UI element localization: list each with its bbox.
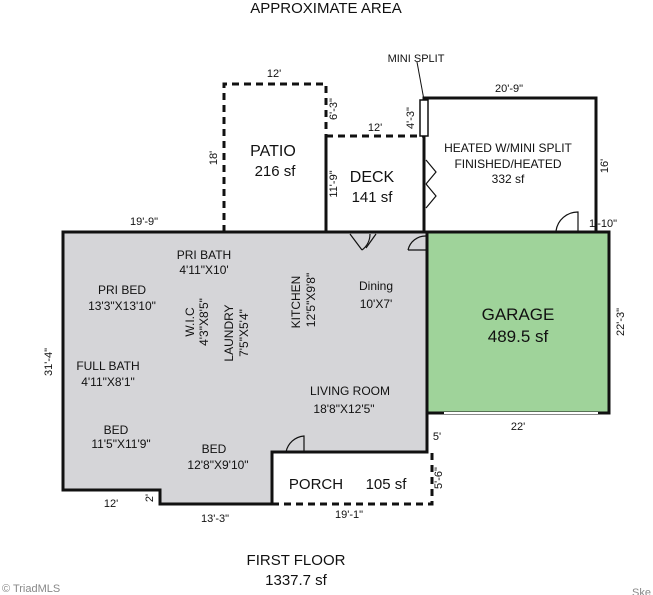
- laundry-name: LAUNDRY: [222, 304, 236, 361]
- dim-bottom-mid: 13'-3": [201, 513, 229, 525]
- bed-1-name: BED: [104, 423, 129, 437]
- garage-area: [425, 230, 611, 415]
- porch-outline: [272, 452, 434, 506]
- pri-bed-dims: 13'3"X13'10": [88, 299, 156, 313]
- full-bath-dims: 4'11"X8'1": [81, 375, 135, 389]
- dim-patio-top: 12': [267, 68, 281, 80]
- page-title: APPROXIMATE AREA: [250, 0, 401, 17]
- pri-bath-name: PRI BATH: [177, 248, 231, 262]
- dim-patio-side: 18': [208, 151, 220, 165]
- dim-deck-top: 12': [368, 122, 382, 134]
- dim-patio-right: 6'-3": [328, 98, 340, 120]
- patio-name: PATIO: [250, 143, 296, 160]
- heated-room-status: FINISHED/HEATED: [454, 157, 561, 171]
- bed-1-dims: 11'5"X11'9": [91, 437, 150, 451]
- dim-heated-top: 20'-9": [495, 83, 523, 95]
- deck-name: DECK: [350, 169, 395, 186]
- heated-room-name: HEATED W/MINI SPLIT: [444, 141, 572, 155]
- dim-porch-bottom: 19'-1": [335, 509, 363, 521]
- bed-2-dims: 12'8"X9'10": [187, 458, 248, 472]
- floor-name: FIRST FLOOR: [247, 552, 346, 569]
- porch-area: 105 sf: [366, 476, 408, 493]
- dim-heated-right: 16': [599, 159, 611, 173]
- deck-outline: [324, 134, 424, 232]
- laundry-dims: 7'5"X5'4": [237, 309, 251, 357]
- dim-porch-right: 5'-6": [433, 467, 445, 489]
- pri-bath-dims: 4'11"X10': [179, 263, 228, 277]
- mini-split-pointer: [416, 61, 425, 101]
- mini-split-label: MINI SPLIT: [388, 53, 445, 65]
- door-swings: [285, 159, 579, 453]
- wic-dims: 4'3"X8'5": [197, 298, 211, 346]
- heated-room-outline: [422, 96, 598, 232]
- dim-deck-side: 11'-9": [328, 170, 340, 197]
- dim-garage-right: 22'-3": [615, 308, 627, 336]
- bed-2-name: BED: [202, 442, 227, 456]
- living-room-dims: 18'8"X12'5": [313, 402, 374, 416]
- kitchen-dims: 12'5"X9'8": [304, 273, 318, 327]
- watermark-brand: © TriadMLS: [2, 583, 60, 595]
- watermark-corner: Ske: [632, 587, 651, 595]
- living-room-name: LIVING ROOM: [310, 384, 390, 398]
- dim-bottom-left: 12': [104, 498, 118, 510]
- heated-room-area: 332 sf: [492, 172, 525, 186]
- garage-area-label: 489.5 sf: [488, 327, 549, 346]
- wic-name: W.I.C: [183, 307, 197, 337]
- deck-area: 141 sf: [352, 189, 394, 206]
- dim-heated-bottom: 1'-10": [589, 218, 617, 230]
- dim-mini-split-side: 4'-3": [405, 107, 417, 129]
- mini-split-unit: [419, 99, 429, 137]
- pri-bed-name: PRI BED: [98, 283, 146, 297]
- floor-total-area: 1337.7 sf: [265, 572, 328, 589]
- dim-garage-step: 5': [433, 431, 441, 443]
- patio-area: 216 sf: [255, 163, 297, 180]
- dim-bottom-step: 2': [144, 494, 156, 502]
- full-bath-name: FULL BATH: [76, 359, 139, 373]
- porch-name: PORCH: [289, 476, 343, 493]
- dim-house-left: 31'-4": [43, 348, 55, 376]
- dining-dims: 10'X7': [360, 297, 393, 311]
- kitchen-name: KITCHEN: [289, 276, 303, 329]
- dim-garage-bottom: 22': [511, 421, 525, 433]
- dim-house-top: 19'-9": [130, 216, 158, 228]
- garage-name: GARAGE: [482, 305, 555, 324]
- dining-name: Dining: [359, 279, 393, 293]
